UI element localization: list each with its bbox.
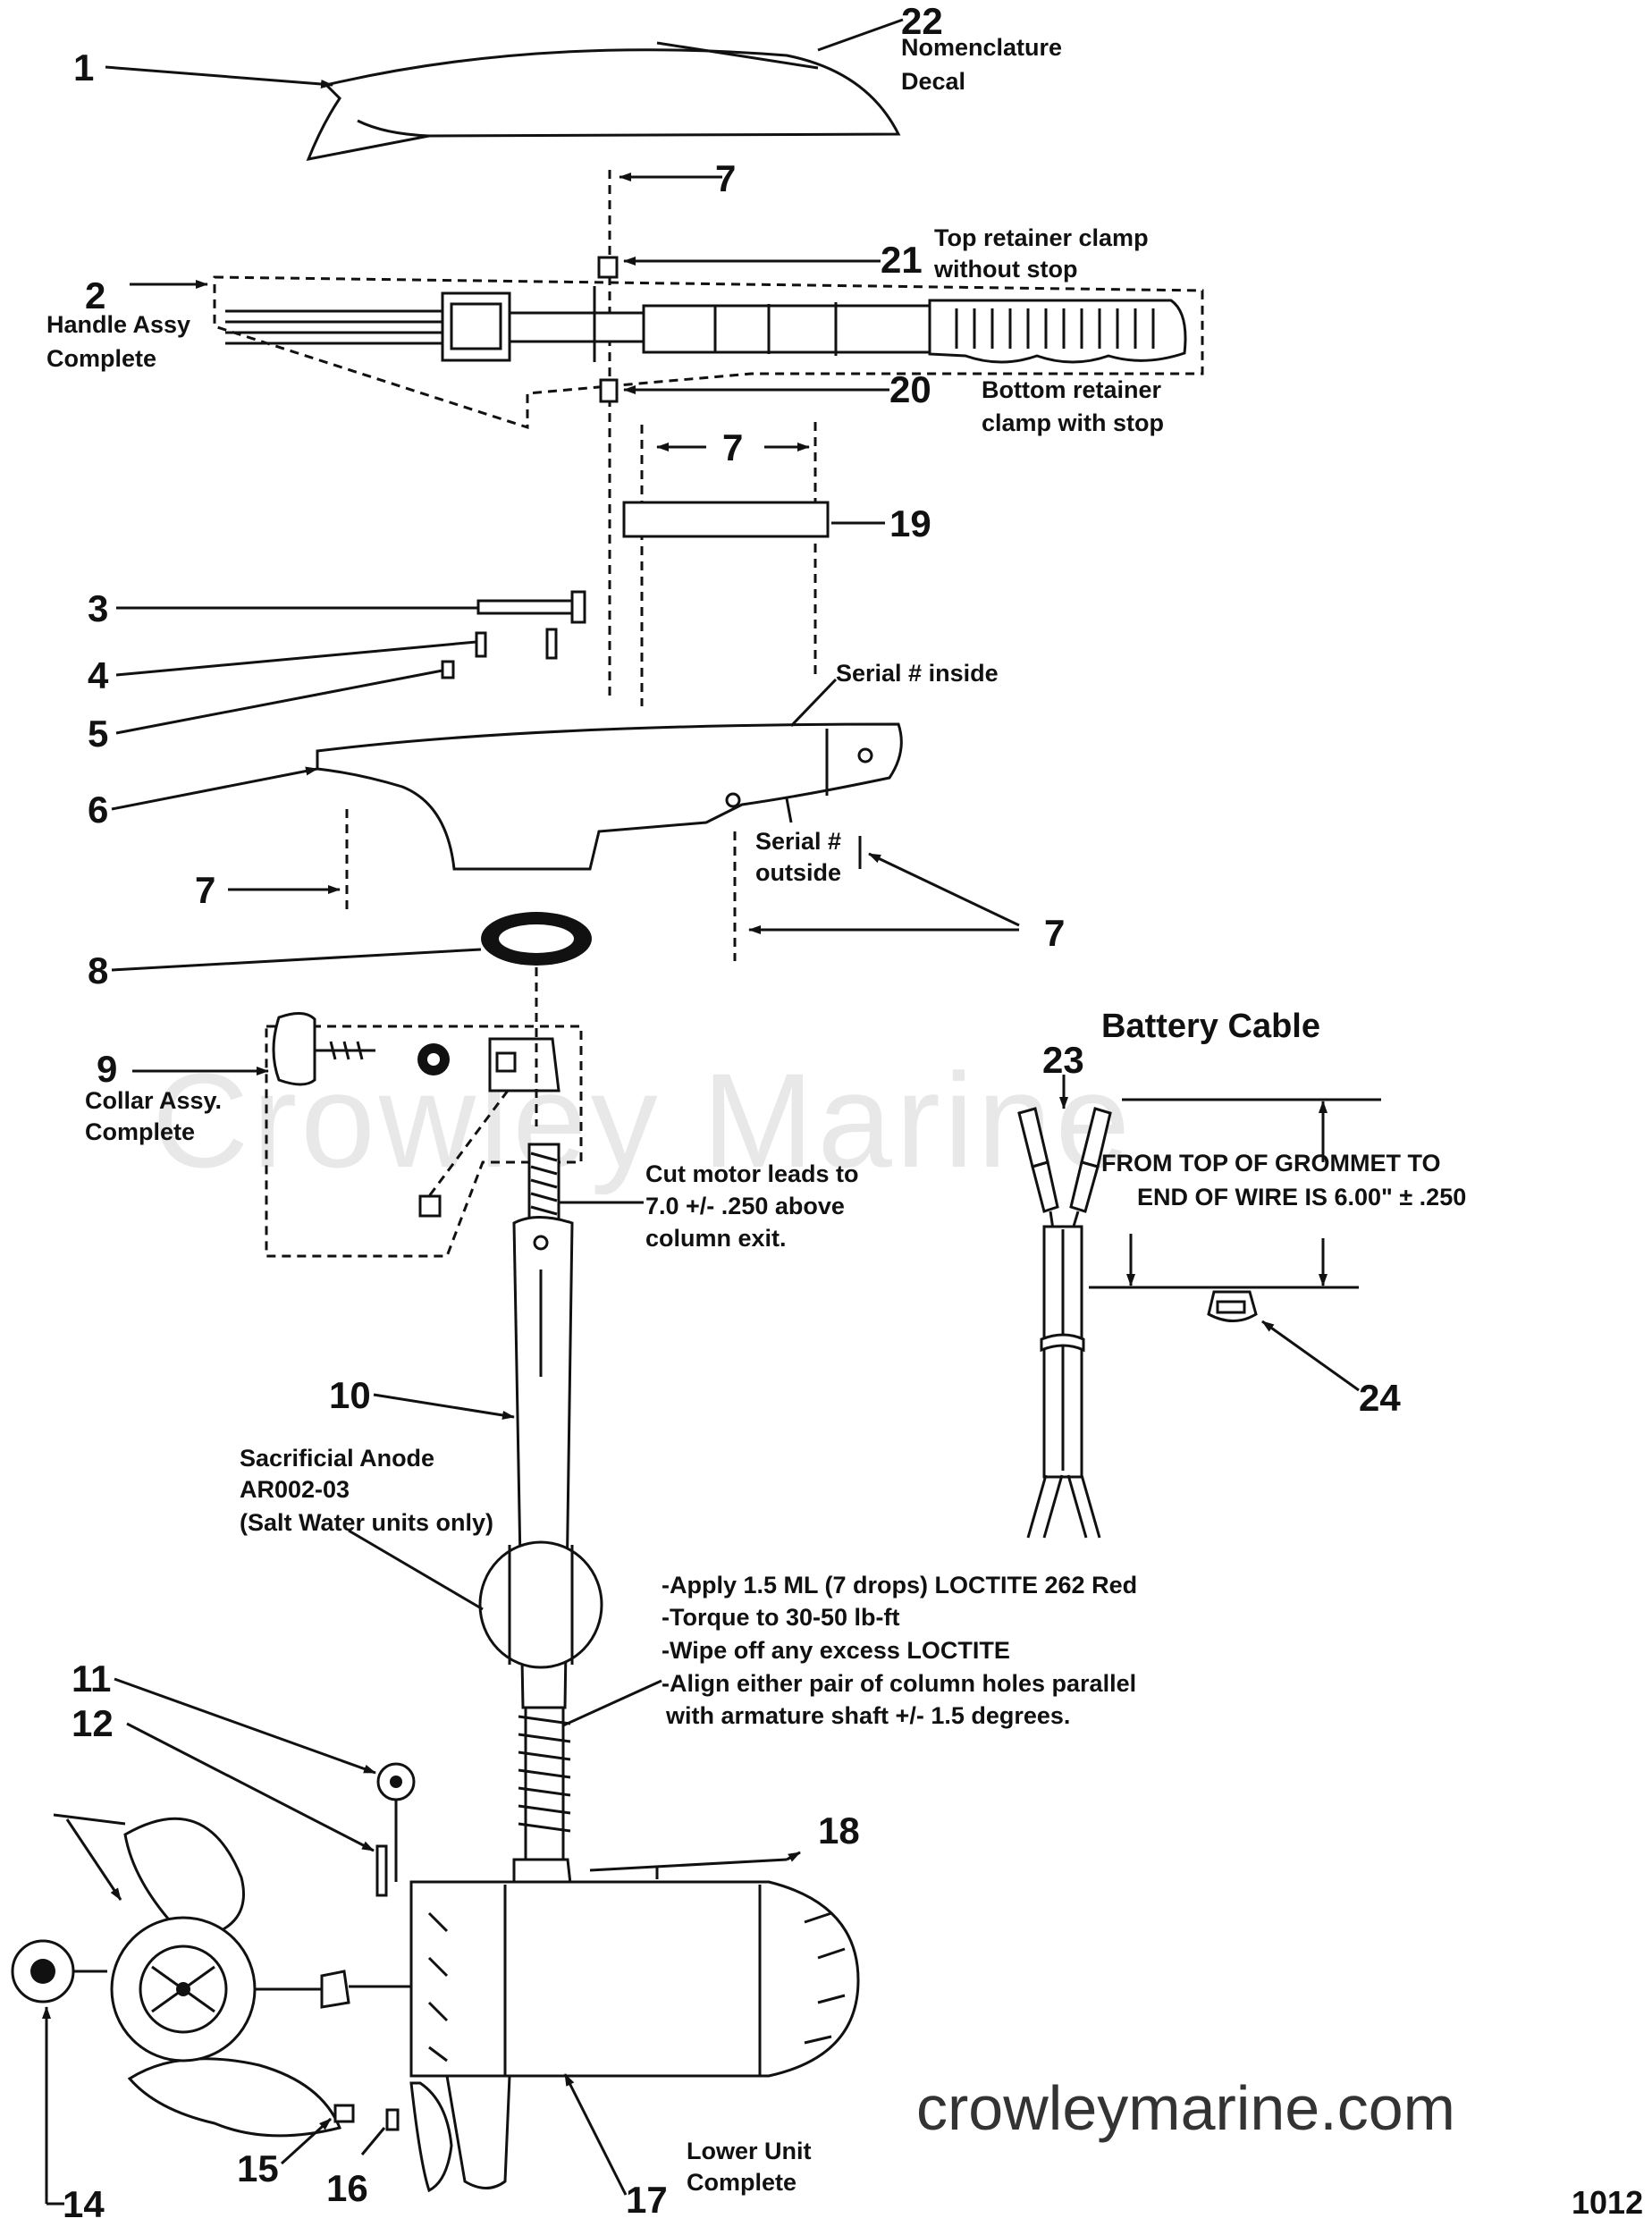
label-bottom-clamp-2: clamp with stop (982, 409, 1164, 436)
label-battery-cable: Battery Cable (1101, 1008, 1320, 1045)
label-handle-2: Complete (46, 345, 156, 372)
label-nomenclature-1: Nomenclature (901, 34, 1062, 61)
callout-7a: 7 (715, 157, 736, 199)
label-cut-leads-3: column exit. (645, 1225, 787, 1252)
part-14-washer (11, 1939, 107, 2003)
callout-15: 15 (237, 2147, 279, 2189)
callout-8: 8 (88, 949, 108, 991)
label-top-clamp-1: Top retainer clamp (934, 224, 1149, 251)
label-loctite-2: -Torque to 30-50 lb-ft (662, 1604, 900, 1631)
page-code: 1012 (1572, 2184, 1643, 2221)
callout-24: 24 (1359, 1377, 1401, 1419)
callout-1: 1 (73, 46, 94, 89)
label-collar-2: Complete (85, 1118, 195, 1145)
part-4 (475, 631, 487, 658)
label-loctite-1: -Apply 1.5 ML (7 drops) LOCTITE 262 Red (662, 1572, 1137, 1599)
part-23-battery-cable (1017, 1107, 1112, 1539)
label-serial-inside: Serial # inside (836, 660, 999, 687)
callout-10: 10 (329, 1374, 371, 1416)
label-serial-outside-2: outside (755, 859, 841, 886)
callout-22: 22 (901, 0, 943, 42)
part-8-grommet (481, 912, 592, 966)
label-loctite-3: -Wipe off any excess LOCTITE (662, 1637, 1010, 1664)
sacrificial-anode (478, 1540, 603, 1669)
callout-7c: 7 (195, 869, 215, 911)
callout-18: 18 (818, 1809, 860, 1852)
callout-20: 20 (889, 368, 931, 410)
part-15 (333, 2104, 355, 2123)
part-19 (622, 501, 830, 538)
callout-11: 11 (72, 1658, 111, 1700)
label-anode-2: AR002-03 (240, 1476, 350, 1503)
callout-19: 19 (889, 502, 931, 544)
callout-4: 4 (88, 654, 109, 696)
callout-21: 21 (881, 239, 923, 281)
callout-16: 16 (326, 2167, 368, 2209)
label-grommet-1: FROM TOP OF GROMMET TO (1101, 1150, 1441, 1177)
part-5 (441, 660, 455, 679)
label-lower-unit-2: Complete (687, 2169, 796, 2196)
part-3-bolt (476, 590, 586, 660)
callout-3: 3 (88, 587, 108, 629)
callout-7d: 7 (1044, 912, 1065, 954)
label-grommet-2: END OF WIRE IS 6.00" ± .250 (1137, 1184, 1466, 1211)
part-11 (376, 1762, 416, 1882)
label-loctite-5: with armature shaft +/- 1.5 degrees. (665, 1702, 1070, 1729)
label-top-clamp-2: without stop (933, 256, 1077, 283)
callout-14: 14 (63, 2183, 105, 2225)
part-2-handle-assembly (213, 275, 1204, 430)
label-nomenclature-2: Decal (901, 68, 965, 95)
part-9-collar-assembly (265, 1012, 583, 1258)
label-handle-1: Handle Assy (46, 311, 190, 338)
part-21-top-clamp (597, 256, 619, 279)
callout-17: 17 (626, 2179, 668, 2221)
callout-9: 9 (97, 1048, 117, 1090)
label-cut-leads-1: Cut motor leads to (645, 1160, 859, 1187)
callout-6: 6 (88, 789, 108, 831)
part-10-shaft (512, 1143, 574, 1861)
part-propeller-nut (320, 1970, 350, 2009)
label-anode-3: (Salt Water units only) (240, 1509, 493, 1536)
label-cut-leads-2: 7.0 +/- .250 above (645, 1193, 845, 1219)
callout-7b: 7 (722, 426, 743, 468)
label-loctite-4: -Align either pair of column holes paral… (662, 1670, 1136, 1697)
label-collar-1: Collar Assy. (85, 1087, 222, 1114)
label-lower-unit-1: Lower Unit (687, 2138, 812, 2164)
part-16 (385, 2108, 400, 2131)
part-20-bottom-clamp (599, 378, 619, 403)
label-anode-1: Sacrificial Anode (240, 1445, 434, 1472)
callout-12: 12 (72, 1702, 114, 1744)
callout-5: 5 (88, 713, 108, 755)
part-1-top-cover (306, 41, 901, 161)
part-6-mount-body (316, 722, 903, 871)
part-17-lower-unit (409, 1858, 860, 2189)
label-serial-outside-1: Serial # (755, 828, 841, 855)
label-bottom-clamp-1: Bottom retainer (982, 376, 1162, 403)
part-12 (375, 1844, 388, 1897)
callout-2: 2 (85, 274, 105, 316)
callout-23: 23 (1042, 1039, 1084, 1081)
part-24 (1207, 1290, 1258, 1322)
site-url: crowleymarine.com (916, 2073, 1455, 2143)
part-propeller (110, 1817, 453, 2193)
